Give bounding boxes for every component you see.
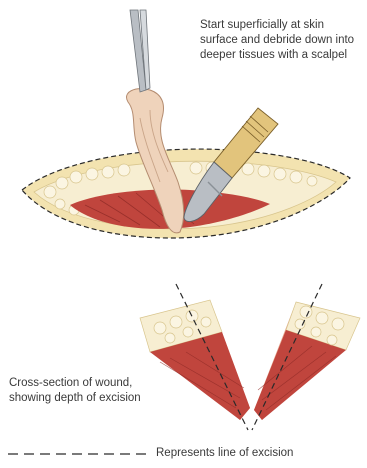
wound-top-view	[22, 149, 350, 238]
cross-section-caption: Cross-section of wound, showing depth of…	[9, 376, 174, 406]
top-caption: Start superficially at skin surface and …	[200, 18, 365, 63]
forceps	[130, 10, 150, 92]
cross-section	[140, 284, 360, 430]
legend-caption: Represents line of excision	[156, 446, 293, 461]
